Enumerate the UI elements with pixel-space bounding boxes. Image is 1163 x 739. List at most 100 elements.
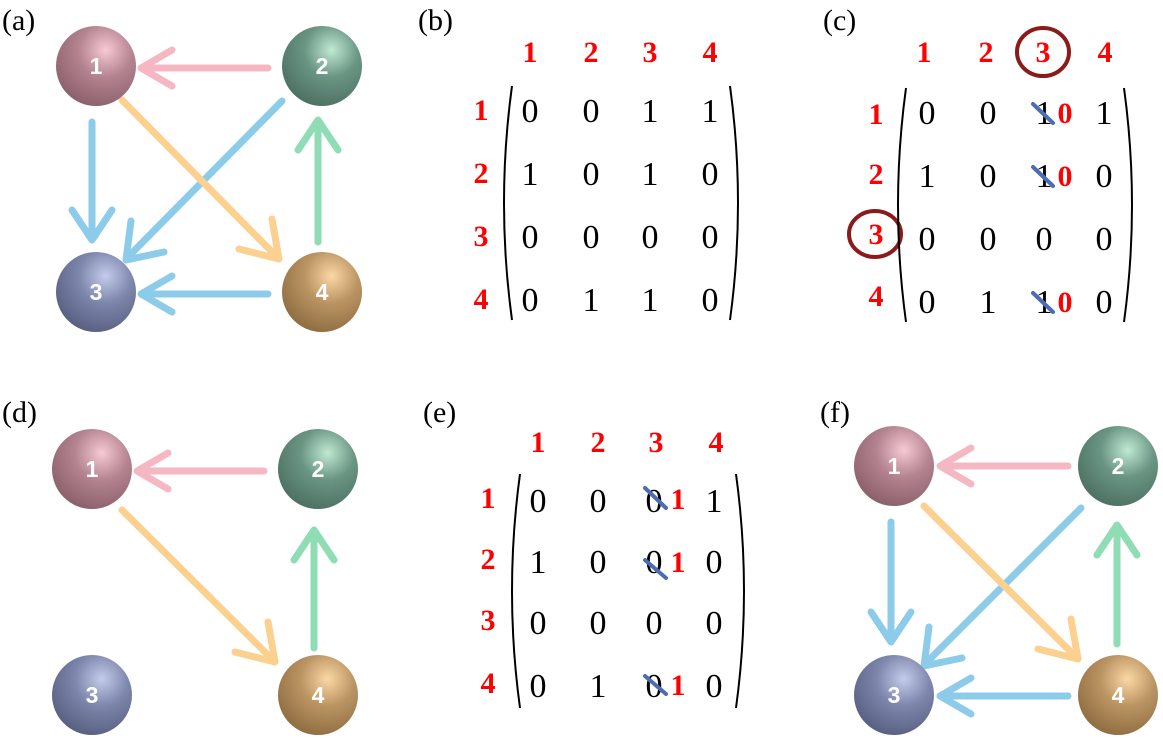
svg-text:0: 0: [1096, 158, 1113, 195]
edge-2-to-1: [137, 46, 272, 90]
matrix-c-replacements: 0 0 0: [1058, 97, 1073, 319]
matrix-e-cells: 0 0 0 1 1 0 0 0 0 0 0 0 0 1 0 0: [530, 483, 723, 705]
svg-text:1: 1: [531, 426, 546, 459]
svg-text:1: 1: [583, 282, 600, 319]
svg-text:1: 1: [671, 483, 686, 516]
svg-text:0: 0: [583, 93, 600, 130]
svg-text:1: 1: [702, 93, 719, 130]
graph-d-edges: [118, 449, 338, 666]
panel-c: (c) 1 2 3 4 1 2 3 4 0 0 1 1 1 0 1 0 0: [823, 4, 1133, 323]
svg-text:0: 0: [1058, 160, 1073, 193]
node-3: 3: [854, 655, 934, 735]
node-1: 1: [854, 426, 934, 506]
matrix-c-brackets: [897, 87, 1133, 323]
svg-text:0: 0: [646, 668, 663, 705]
matrix-c-col-headers: 1 2 3 4: [917, 36, 1113, 69]
svg-text:0: 0: [530, 668, 547, 705]
svg-text:2: 2: [591, 426, 606, 459]
node-4: 4: [282, 252, 362, 332]
svg-text:2: 2: [481, 543, 496, 576]
svg-text:1: 1: [474, 94, 489, 127]
graph-a-nodes: 1 2 3 4: [56, 26, 362, 332]
matrix-b-cells: 0 0 1 1 1 0 1 0 0 0 0 0 0 1 1 0: [522, 93, 719, 319]
svg-text:4: 4: [709, 426, 724, 459]
node-3: 3: [52, 655, 132, 735]
svg-text:0: 0: [583, 219, 600, 256]
panel-d-label: (d): [2, 396, 37, 429]
svg-text:0: 0: [919, 284, 936, 321]
svg-text:1: 1: [86, 456, 99, 482]
matrix-b-brackets: [503, 85, 739, 321]
svg-text:1: 1: [917, 36, 932, 69]
svg-text:2: 2: [316, 53, 329, 79]
svg-text:4: 4: [312, 682, 325, 708]
node-3: 3: [56, 252, 136, 332]
svg-text:3: 3: [1036, 36, 1051, 69]
svg-text:4: 4: [1112, 682, 1125, 708]
svg-text:1: 1: [888, 453, 901, 479]
matrix-c-strikes: [1031, 102, 1055, 314]
svg-text:0: 0: [706, 605, 723, 642]
svg-text:3: 3: [869, 218, 884, 251]
matrix-b-col-headers: 1 2 3 4: [523, 36, 718, 69]
matrix-c-cells: 0 0 1 1 1 0 1 0 0 0 0 0 0 1 1 0: [919, 95, 1113, 321]
matrix-e-replacements: 1 1 1: [671, 483, 686, 702]
svg-text:1: 1: [90, 53, 103, 79]
panel-b-label: (b): [418, 4, 453, 37]
graph-a-edges: [68, 46, 342, 316]
node-1: 1: [56, 26, 136, 106]
edge-2-to-1: [133, 449, 268, 493]
graph-f-edges: [867, 444, 1141, 718]
svg-text:0: 0: [646, 605, 663, 642]
svg-text:3: 3: [474, 220, 489, 253]
svg-text:1: 1: [642, 282, 659, 319]
svg-text:4: 4: [481, 667, 496, 700]
svg-text:1: 1: [642, 93, 659, 130]
panel-e: (e) 1 2 3 4 1 2 3 4 0 0 0 1 1 0 0 0 0 0: [423, 396, 745, 709]
panel-b: (b) 1 2 3 4 1 2 3 4 0 0 1 1 1 0 1 0 0 0: [418, 4, 739, 321]
panel-f: (f) 1 2 3 4: [820, 396, 1158, 735]
highlight-column-3-circle: [1015, 26, 1071, 78]
svg-text:2: 2: [979, 36, 994, 69]
matrix-e-brackets: [511, 473, 745, 709]
matrix-e-col-headers: 1 2 3 4: [531, 426, 724, 459]
svg-text:2: 2: [869, 158, 884, 191]
svg-text:1: 1: [530, 544, 547, 581]
svg-text:3: 3: [90, 279, 103, 305]
svg-text:1: 1: [642, 156, 659, 193]
svg-text:0: 0: [702, 219, 719, 256]
svg-text:0: 0: [980, 221, 997, 258]
svg-text:2: 2: [1112, 453, 1125, 479]
svg-text:0: 0: [1058, 97, 1073, 130]
svg-text:1: 1: [706, 483, 723, 520]
svg-text:0: 0: [1096, 221, 1113, 258]
svg-text:0: 0: [702, 156, 719, 193]
svg-text:3: 3: [888, 682, 901, 708]
matrix-c-row-headers: 1 2 3 4: [869, 98, 884, 313]
panel-e-label: (e): [423, 396, 456, 429]
svg-text:4: 4: [316, 279, 329, 305]
edge-4-to-3: [137, 272, 272, 316]
edge-4-to-3: [936, 674, 1072, 718]
edge-1-to-4: [118, 506, 279, 666]
panel-a: (a) 1 2 3 4: [2, 4, 362, 332]
svg-text:0: 0: [1058, 286, 1073, 319]
graph-f-nodes: 1 2 3 4: [854, 426, 1158, 735]
svg-text:1: 1: [522, 156, 539, 193]
node-2: 2: [1078, 426, 1158, 506]
matrix-e-strikes: [643, 486, 668, 696]
node-2: 2: [282, 26, 362, 106]
panel-c-label: (c): [823, 4, 856, 37]
svg-text:0: 0: [522, 93, 539, 130]
svg-text:0: 0: [706, 544, 723, 581]
svg-text:0: 0: [919, 221, 936, 258]
svg-text:3: 3: [643, 36, 658, 69]
edge-1-to-3: [867, 518, 915, 646]
edge-4-to-2: [290, 526, 338, 652]
node-4: 4: [278, 655, 358, 735]
svg-text:4: 4: [474, 283, 489, 316]
svg-text:1: 1: [980, 284, 997, 321]
svg-text:1: 1: [481, 482, 496, 515]
panel-d: (d) 1 2 3 4: [2, 396, 358, 735]
edge-4-to-2: [294, 116, 342, 246]
